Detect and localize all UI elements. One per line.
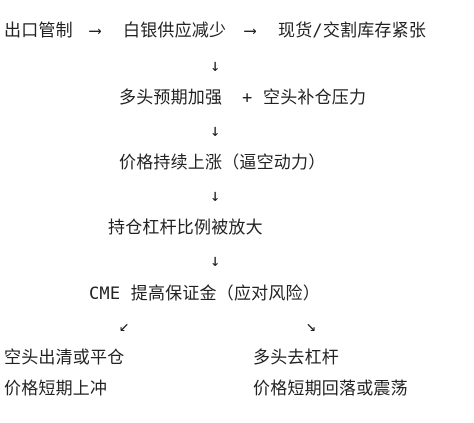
down-arrow-icon: ↓ [210, 251, 221, 271]
node-price-spike: 价格短期上冲 [4, 379, 108, 399]
node-supply-decrease: 白银供应减少 [123, 21, 227, 41]
node-long-deleverage: 多头去杠杆 [253, 348, 339, 368]
down-arrow-icon: ↓ [210, 186, 221, 206]
node-price-pullback: 价格短期回落或震荡 [253, 379, 408, 399]
node-long-expectation: 多头预期加强 [119, 88, 223, 108]
node-short-liquidation: 空头出清或平仓 [4, 348, 125, 368]
node-cme-margin-increase: CME 提高保证金（应对风险） [89, 284, 320, 304]
down-left-arrow-icon: ↙ [119, 316, 130, 336]
node-price-rise: 价格持续上涨（逼空动力） [119, 153, 326, 173]
down-arrow-icon: ↓ [210, 121, 221, 141]
node-export-control: 出口管制 [4, 21, 73, 41]
node-leverage-amplified: 持仓杠杆比例被放大 [108, 218, 263, 238]
node-short-covering: 空头补仓压力 [263, 88, 367, 108]
down-arrow-icon: ↓ [210, 56, 221, 76]
right-arrow-icon: ⟶ [245, 21, 256, 41]
plus-operator: + [242, 88, 253, 108]
node-inventory-tight: 现货/交割库存紧张 [278, 21, 427, 41]
down-right-arrow-icon: ↘ [306, 316, 317, 336]
right-arrow-icon: ⟶ [90, 21, 101, 41]
